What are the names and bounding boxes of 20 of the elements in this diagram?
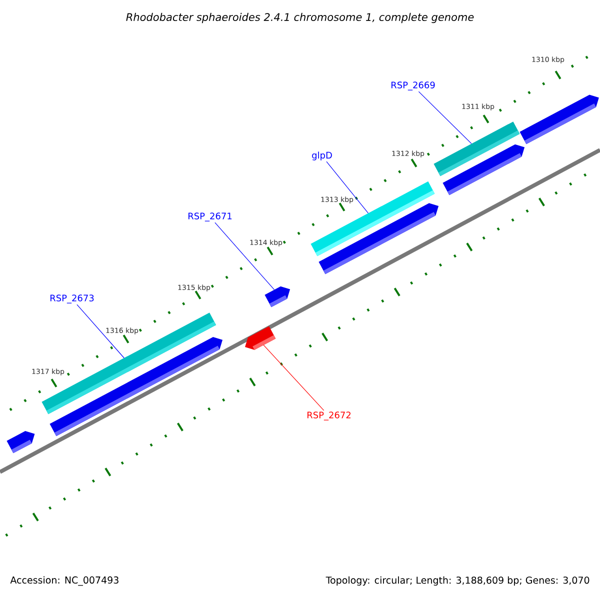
leader-line [263,344,324,411]
leader-line [76,304,124,358]
accession-text: Accession: NC_007493 [10,576,118,586]
gene-label: RSP_2672 [307,412,350,420]
leader-line [418,91,472,144]
gene-block [264,286,290,308]
genome-info-text: Topology: circular; Length: 3,188,609 bp; Genes: 3,070 [326,576,590,586]
gene-block [6,430,35,454]
gene-label: glpD [312,152,332,160]
gene-label: RSP_2671 [188,212,232,222]
gene-label: RSP_2669 [391,82,435,90]
leader-line [214,222,275,290]
gene-block [245,326,276,350]
title: Rhodobacter sphaeroides 2.4.1 chromosome 1, complete genome [126,12,474,24]
gene-block [50,336,223,436]
gene-label: RSP_2673 [50,294,94,304]
leader-line [326,161,369,214]
gene-block [318,203,439,274]
gene-block [520,94,599,144]
gene-block [442,144,525,196]
